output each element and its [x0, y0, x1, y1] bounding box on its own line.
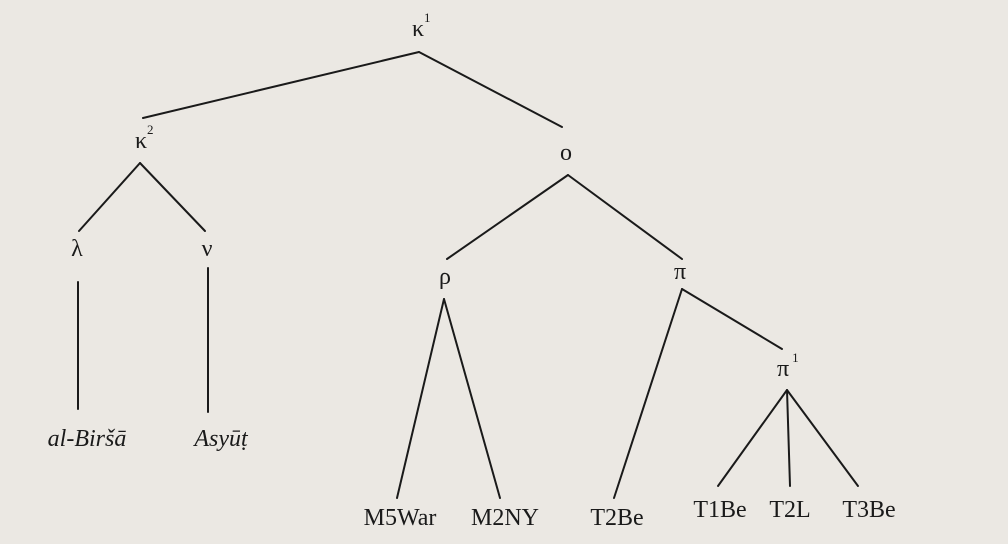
witness-t3be: T3Be — [842, 497, 896, 523]
witness-m2ny: M2NY — [470, 505, 540, 531]
witness-m5war: M5War — [363, 505, 437, 531]
edge-kappa2-lambda — [78, 162, 141, 232]
edge-kappa2-nu — [139, 162, 206, 232]
witness-al-birsa: al-Biršā — [47, 426, 127, 452]
edge-omicron-pi — [567, 174, 683, 260]
edge-pi1-t1be — [717, 389, 788, 487]
witness-t2be: T2Be — [590, 505, 644, 531]
edge-pi1-t3be — [786, 389, 859, 487]
witness-t2l: T2L — [769, 497, 811, 523]
edge-rho-m2ny — [443, 298, 501, 499]
node-rho: ρ — [439, 264, 451, 290]
edge-pi-t2be — [613, 288, 683, 499]
edge-rho-m5war — [396, 298, 445, 499]
witness-t1be: T1Be — [693, 497, 747, 523]
edge-kappa1-omicron — [418, 51, 563, 128]
edge-omicron-rho — [446, 174, 569, 260]
witness-asyut: Asyūṭ — [194, 426, 248, 452]
edge-pi-pi1 — [681, 288, 783, 350]
node-lambda: λ — [71, 236, 83, 262]
node-pi: π — [673, 259, 687, 285]
edge-pi1-t2l — [786, 389, 791, 487]
node-omicron: ο — [560, 140, 572, 166]
edge-kappa1-kappa2 — [142, 51, 420, 119]
node-nu: ν — [201, 236, 213, 262]
